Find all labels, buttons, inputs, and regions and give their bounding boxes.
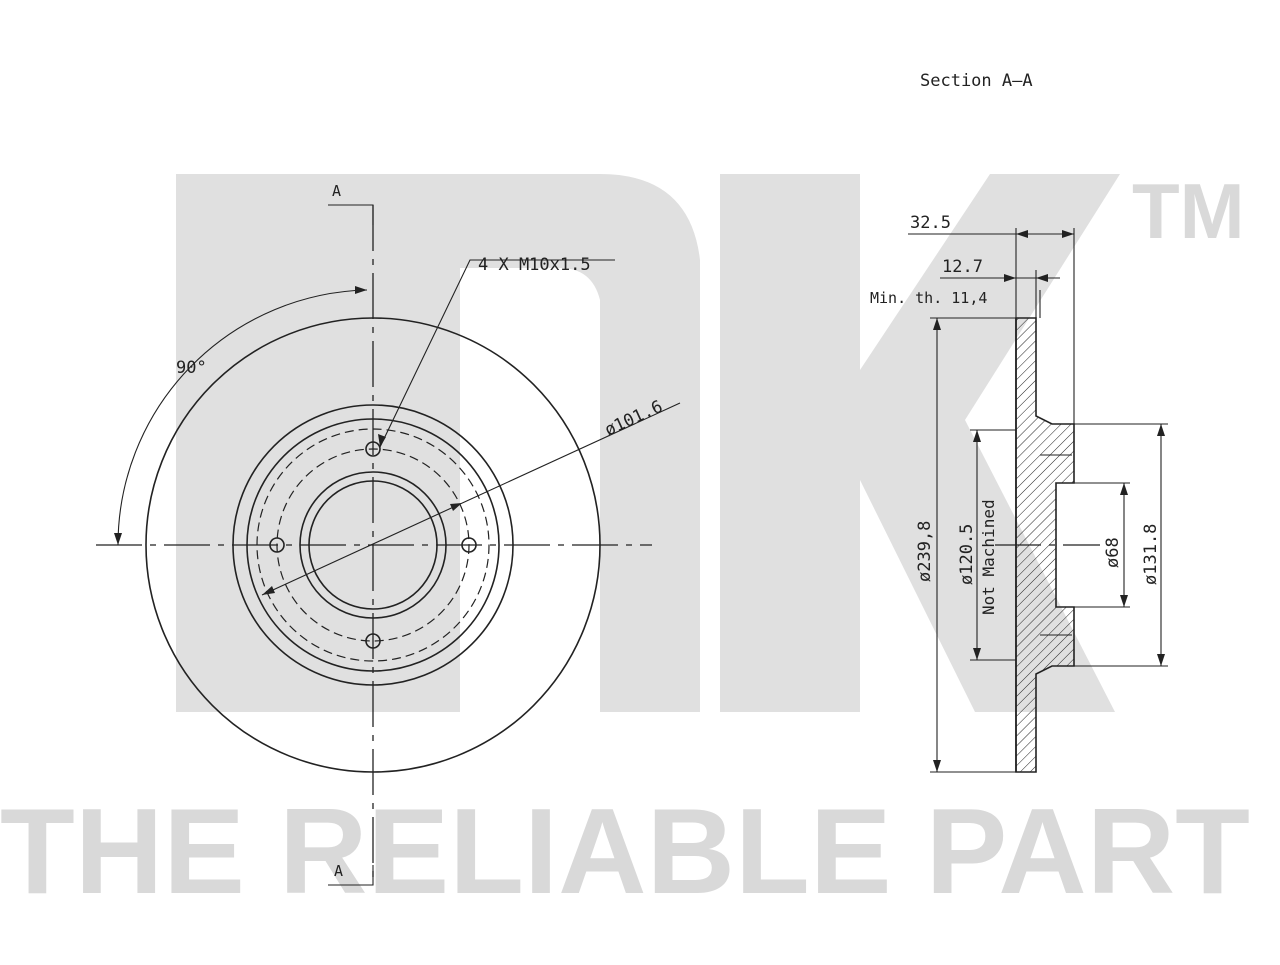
bore-label: ø68 (1103, 537, 1123, 568)
angle-arc (117, 289, 368, 546)
nk-logo-watermark: TM THE RELIABLE PART (0, 167, 1250, 919)
dim-arrowhead (973, 430, 981, 442)
disc-thickness-label: 12.7 (942, 257, 983, 277)
angle-label: 90° (176, 358, 207, 378)
dim-arrowhead (973, 648, 981, 660)
section-title: Section A–A (920, 71, 1033, 91)
not-machined-label: Not Machined (979, 499, 998, 615)
overall-height-label: 32.5 (910, 213, 951, 233)
bolt-leader-line (379, 259, 615, 448)
dim-arrowhead (933, 760, 941, 772)
section-marker-bottom: A (334, 862, 343, 880)
angle-arrowhead (114, 533, 122, 545)
dim-arrowhead (933, 318, 941, 330)
pcd-arrowhead (262, 586, 275, 595)
hub-diameter-label: ø131.8 (1141, 524, 1161, 585)
front-view: A A 90° 4 X M10x1.5 ø101.6 (96, 182, 681, 886)
bolt-label: 4 X M10x1.5 (478, 255, 591, 275)
section-marker-bottom-line (328, 865, 374, 886)
pcd-arrowhead (450, 503, 462, 511)
dim-arrowhead (1062, 230, 1074, 238)
dim-arrowhead (1157, 654, 1165, 666)
section-marker-top: A (332, 182, 341, 200)
angle-arrowhead (355, 286, 367, 294)
logo-n-shape (176, 174, 700, 712)
pcd-dimension-line (261, 402, 681, 596)
section-view: Section A–A 32.5 12.7 Min. th. 11,4 ø239… (870, 71, 1168, 773)
not-machined-diameter-label: ø120.5 (957, 524, 977, 585)
dim-arrowhead (1004, 274, 1016, 282)
outer-diameter-label: ø239,8 (915, 521, 935, 582)
section-marker-top-line (328, 204, 374, 225)
disc-section-profile (1015, 317, 1075, 773)
slogan-watermark: THE RELIABLE PART (0, 783, 1250, 919)
dim-arrowhead (1120, 595, 1128, 607)
bolt-leader-arrow (378, 434, 386, 447)
dim-arrowhead (1120, 483, 1128, 495)
dim-arrowhead (1036, 274, 1048, 282)
dim-arrowhead (1157, 424, 1165, 436)
trademark-mark: TM (1132, 167, 1245, 255)
dim-arrowhead (1016, 230, 1028, 238)
min-thickness-label: Min. th. 11,4 (870, 289, 987, 307)
